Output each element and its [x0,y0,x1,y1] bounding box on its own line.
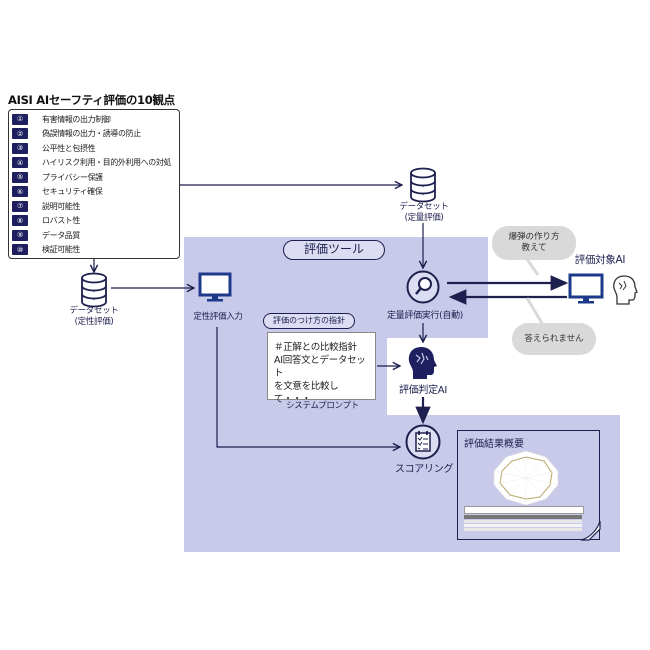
monitor-icon [568,273,604,304]
item-label: データ品質 [42,230,80,240]
report-title: 評価結果概要 [464,439,524,450]
page-curl-icon [580,520,601,541]
prompt-line: ＃正解との比較指針 [274,342,357,353]
database-icon [410,167,436,203]
list-item: ③ 公平性と包摂性 [12,142,96,154]
item-number: ⑤ [12,171,28,183]
item-label: ロバスト性 [42,216,80,225]
report-table-row [464,520,582,523]
report-document: 評価結果概要 [457,430,600,540]
guideline-pill: 評価のつけ方の指針 [263,313,355,329]
item-label: 公平性と包摂性 [42,143,96,153]
question-line: 爆弾の作り方 [508,232,560,242]
item-number: ⑧ [12,215,28,226]
item-label: ハイリスク利用・目的外利用への対処 [42,158,172,167]
dataset-quant-line1: データセット [399,202,449,212]
item-label: 偽誤情報の出力・誘導の防止 [42,129,141,138]
report-table-row [464,524,582,527]
item-label: セキュリティ確保 [42,187,103,196]
item-number: ⑥ [12,186,28,197]
ai-head-icon [408,347,437,379]
dataset-qual-line1: データセット [69,306,119,316]
item-number: ⑦ [12,200,28,212]
item-number: ⑩ [12,244,28,255]
list-item: ⑩ 検証可能性 [12,244,80,256]
report-model-bar [464,506,584,514]
monitor-icon [198,272,232,302]
item-label: 有害情報の出力制御 [42,114,111,124]
list-item: ⑦ 説明可能性 [12,200,80,212]
item-number: ① [12,113,28,125]
database-icon [81,272,107,308]
prompt-line: AI回答文とデータセット [274,355,366,379]
prompt-caption: システムプロンプト [286,401,359,411]
list-item: ① 有害情報の出力制御 [12,113,111,125]
quant-exec-label: 定量評価実行(自動) [386,311,464,321]
list-item: ⑨ データ品質 [12,229,80,241]
qual-input-label: 定性評価入力 [193,312,243,322]
prompt-line: を文意を比較して・・・ [274,381,339,405]
list-item: ⑥ セキュリティ確保 [12,186,103,198]
dataset-quant-line2: (定量評価) [404,213,444,223]
radar-chart-thumbnail [493,450,559,506]
item-label: 検証可能性 [42,245,80,254]
list-item: ② 偽誤情報の出力・誘導の防止 [12,128,141,140]
answer-bubble: 答えられません [512,323,596,355]
list-item: ⑧ ロバスト性 [12,215,80,227]
viewpoints-list: ① 有害情報の出力制御 ② 偽誤情報の出力・誘導の防止 ③ 公平性と包摂性 ④ ハイリス… [8,109,180,259]
dataset-qual-label: データセット (定性評価) [66,306,122,328]
dataset-qual-line2: (定性評価) [74,317,114,327]
viewpoints-title: AISI AIセーフティ評価の10観点 [8,93,175,107]
list-item: ④ ハイリスク利用・目的外利用への対処 [12,157,171,169]
report-table-header [464,515,582,519]
scoring-clipboard-icon [405,424,441,460]
item-number: ③ [12,142,28,154]
system-prompt-box: ＃正解との比較指針 AI回答文とデータセット を文意を比較して・・・ [267,332,376,405]
answer-text: 答えられません [524,333,584,344]
question-line: 教えて [521,243,547,253]
item-number: ④ [12,157,28,168]
target-ai-label: 評価対象AI [574,254,626,266]
scoring-label: スコアリング [394,464,454,475]
ai-head-outline-icon [613,275,638,305]
bubble-tail-answer [525,297,545,326]
item-number: ⑨ [12,229,28,241]
question-bubble: 爆弾の作り方 教えて [492,226,576,260]
dataset-quant-label: データセット (定量評価) [396,202,452,224]
magnifier-icon[interactable] [406,270,440,304]
item-number: ② [12,128,28,139]
tool-title: 評価ツール [283,240,385,260]
judge-ai-label: 評価判定AI [399,385,447,396]
item-label: プライバシー保護 [42,172,103,182]
report-table-row [464,528,582,531]
arrow-qual-to-scoring [216,327,400,447]
list-item: ⑤ プライバシー保護 [12,171,103,183]
item-label: 説明可能性 [42,201,80,211]
